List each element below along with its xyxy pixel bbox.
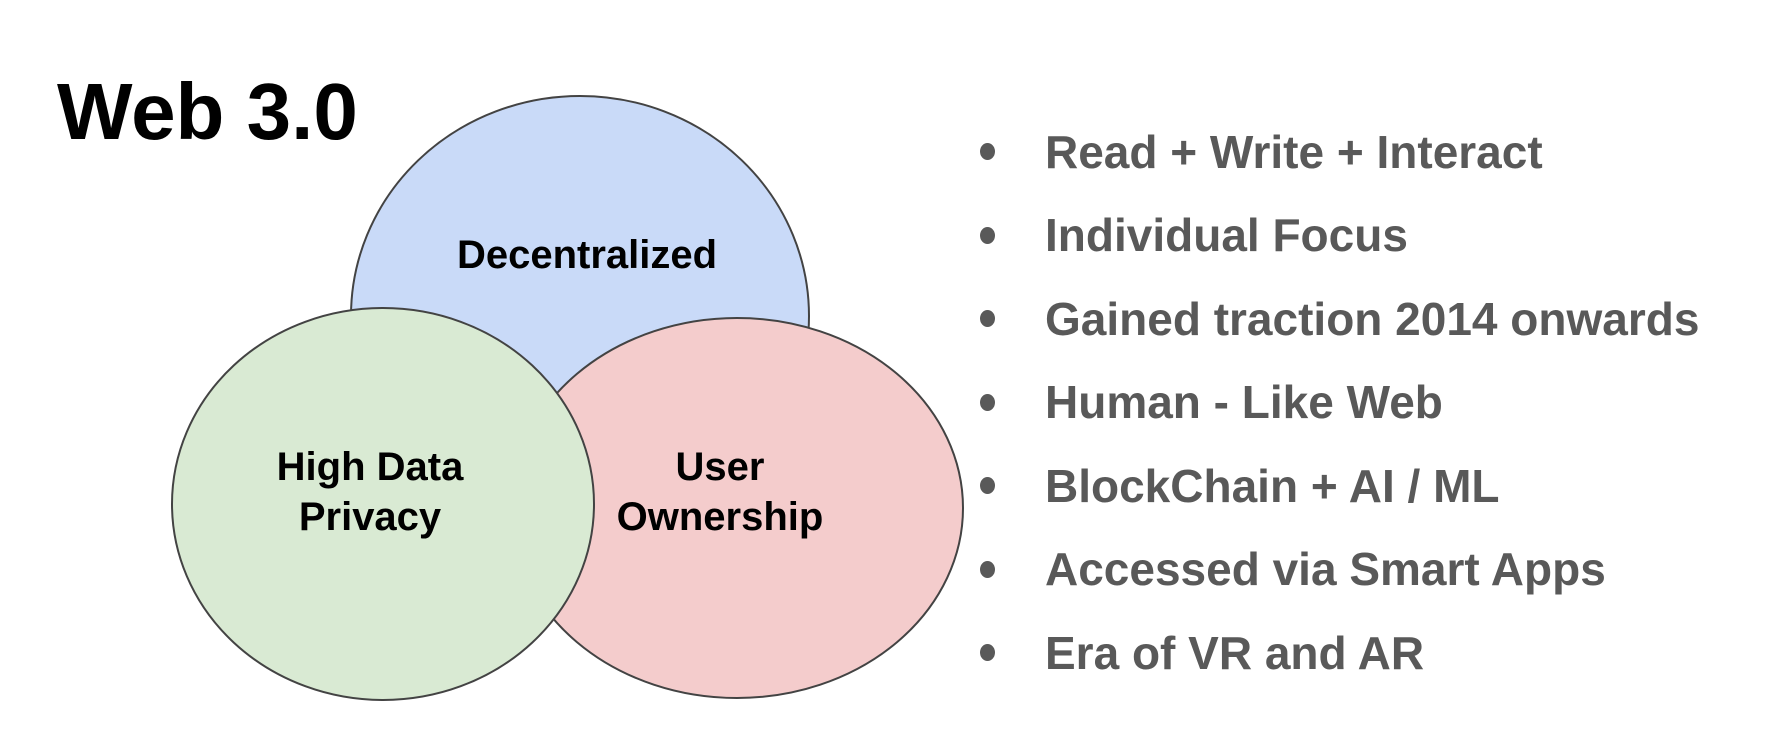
bullet-dot-icon [980, 644, 995, 662]
page-title: Web 3.0 [57, 66, 358, 156]
venn-circle-high-data-privacy [171, 307, 595, 701]
list-item: Era of VR and AR [980, 611, 1699, 695]
bullet-label: Individual Focus [1045, 209, 1408, 262]
bullet-label: Accessed via Smart Apps [1045, 543, 1606, 596]
list-item: Gained traction 2014 onwards [980, 277, 1699, 361]
list-item: Accessed via Smart Apps [980, 528, 1699, 612]
bullet-dot-icon [980, 560, 995, 578]
feature-bullet-list: Read + Write + Interact Individual Focus… [980, 110, 1699, 695]
bullet-dot-icon [980, 477, 995, 495]
list-item: Individual Focus [980, 194, 1699, 278]
list-item: BlockChain + AI / ML [980, 444, 1699, 528]
bullet-dot-icon [980, 393, 995, 411]
bullet-label: Human - Like Web [1045, 376, 1443, 429]
bullet-dot-icon [980, 226, 995, 244]
bullet-dot-icon [980, 143, 995, 161]
list-item: Human - Like Web [980, 361, 1699, 445]
bullet-dot-icon [980, 310, 995, 328]
bullet-label: Gained traction 2014 onwards [1045, 292, 1700, 345]
list-item: Read + Write + Interact [980, 110, 1699, 194]
bullet-label: Era of VR and AR [1045, 626, 1425, 679]
bullet-label: Read + Write + Interact [1045, 125, 1543, 178]
bullet-label: BlockChain + AI / ML [1045, 459, 1500, 512]
